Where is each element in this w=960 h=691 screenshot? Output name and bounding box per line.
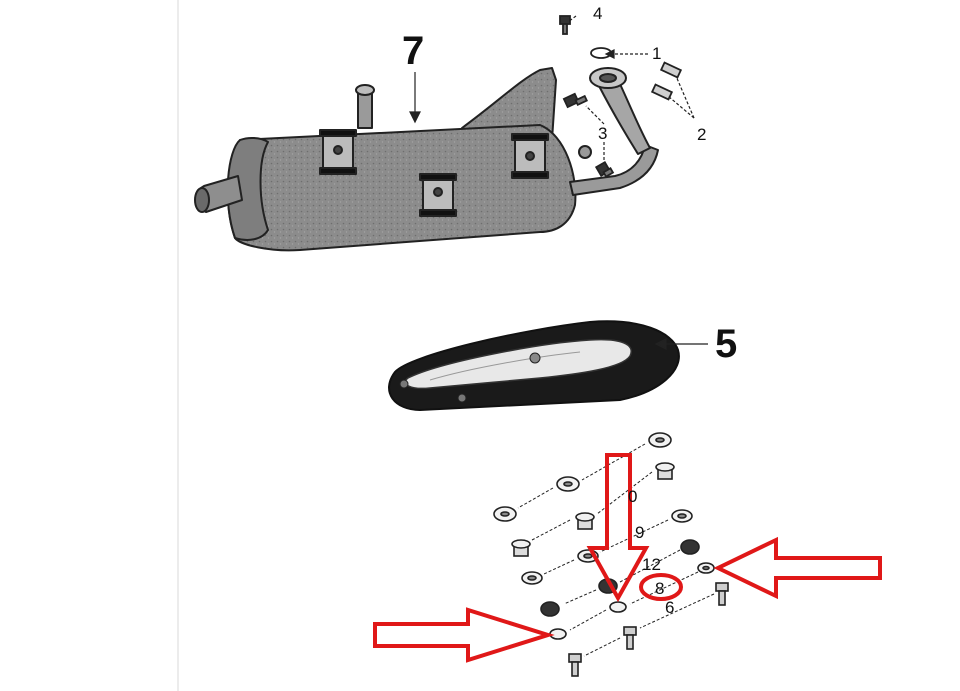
callout-1: 1	[652, 44, 661, 63]
callout-6: 6	[665, 598, 674, 617]
callout-7: 7	[402, 29, 424, 73]
exhaust-pipe-riser	[597, 83, 651, 155]
callout-9: 9	[635, 523, 644, 542]
callout-10: 0	[628, 487, 637, 506]
callout-3: 3	[598, 124, 607, 143]
red-annotations	[373, 453, 882, 663]
bolt-set	[568, 582, 729, 677]
muffler-clamp-left	[319, 129, 357, 175]
callout-12: 12	[642, 555, 661, 574]
stud-lower	[650, 83, 674, 101]
stud-upper	[659, 61, 683, 79]
washer-row-1	[493, 432, 715, 640]
callout-2: 2	[697, 125, 706, 144]
leader-lines-top	[409, 15, 695, 160]
callout-4: 4	[593, 4, 602, 23]
hardware-top	[559, 15, 683, 178]
collar-set	[511, 462, 675, 557]
muffler-assembly	[194, 67, 659, 252]
bolt-middle	[562, 92, 588, 109]
red-circle-icon	[639, 573, 683, 601]
leader-line-5	[654, 338, 708, 350]
callout-8: 8	[655, 579, 664, 598]
heat-shield	[388, 320, 680, 412]
bolt-top	[559, 15, 571, 35]
muffler-clamp-center	[419, 173, 457, 217]
muffler-clamp-right	[511, 133, 549, 179]
bolt-lower	[594, 160, 615, 178]
red-outline-arrow-icon-left-right	[713, 536, 882, 600]
red-outline-arrow-icon-down	[586, 453, 650, 603]
red-outline-arrow-icon-left-bottom	[373, 607, 555, 663]
fastener-set	[493, 432, 729, 677]
callout-5: 5	[715, 322, 737, 366]
